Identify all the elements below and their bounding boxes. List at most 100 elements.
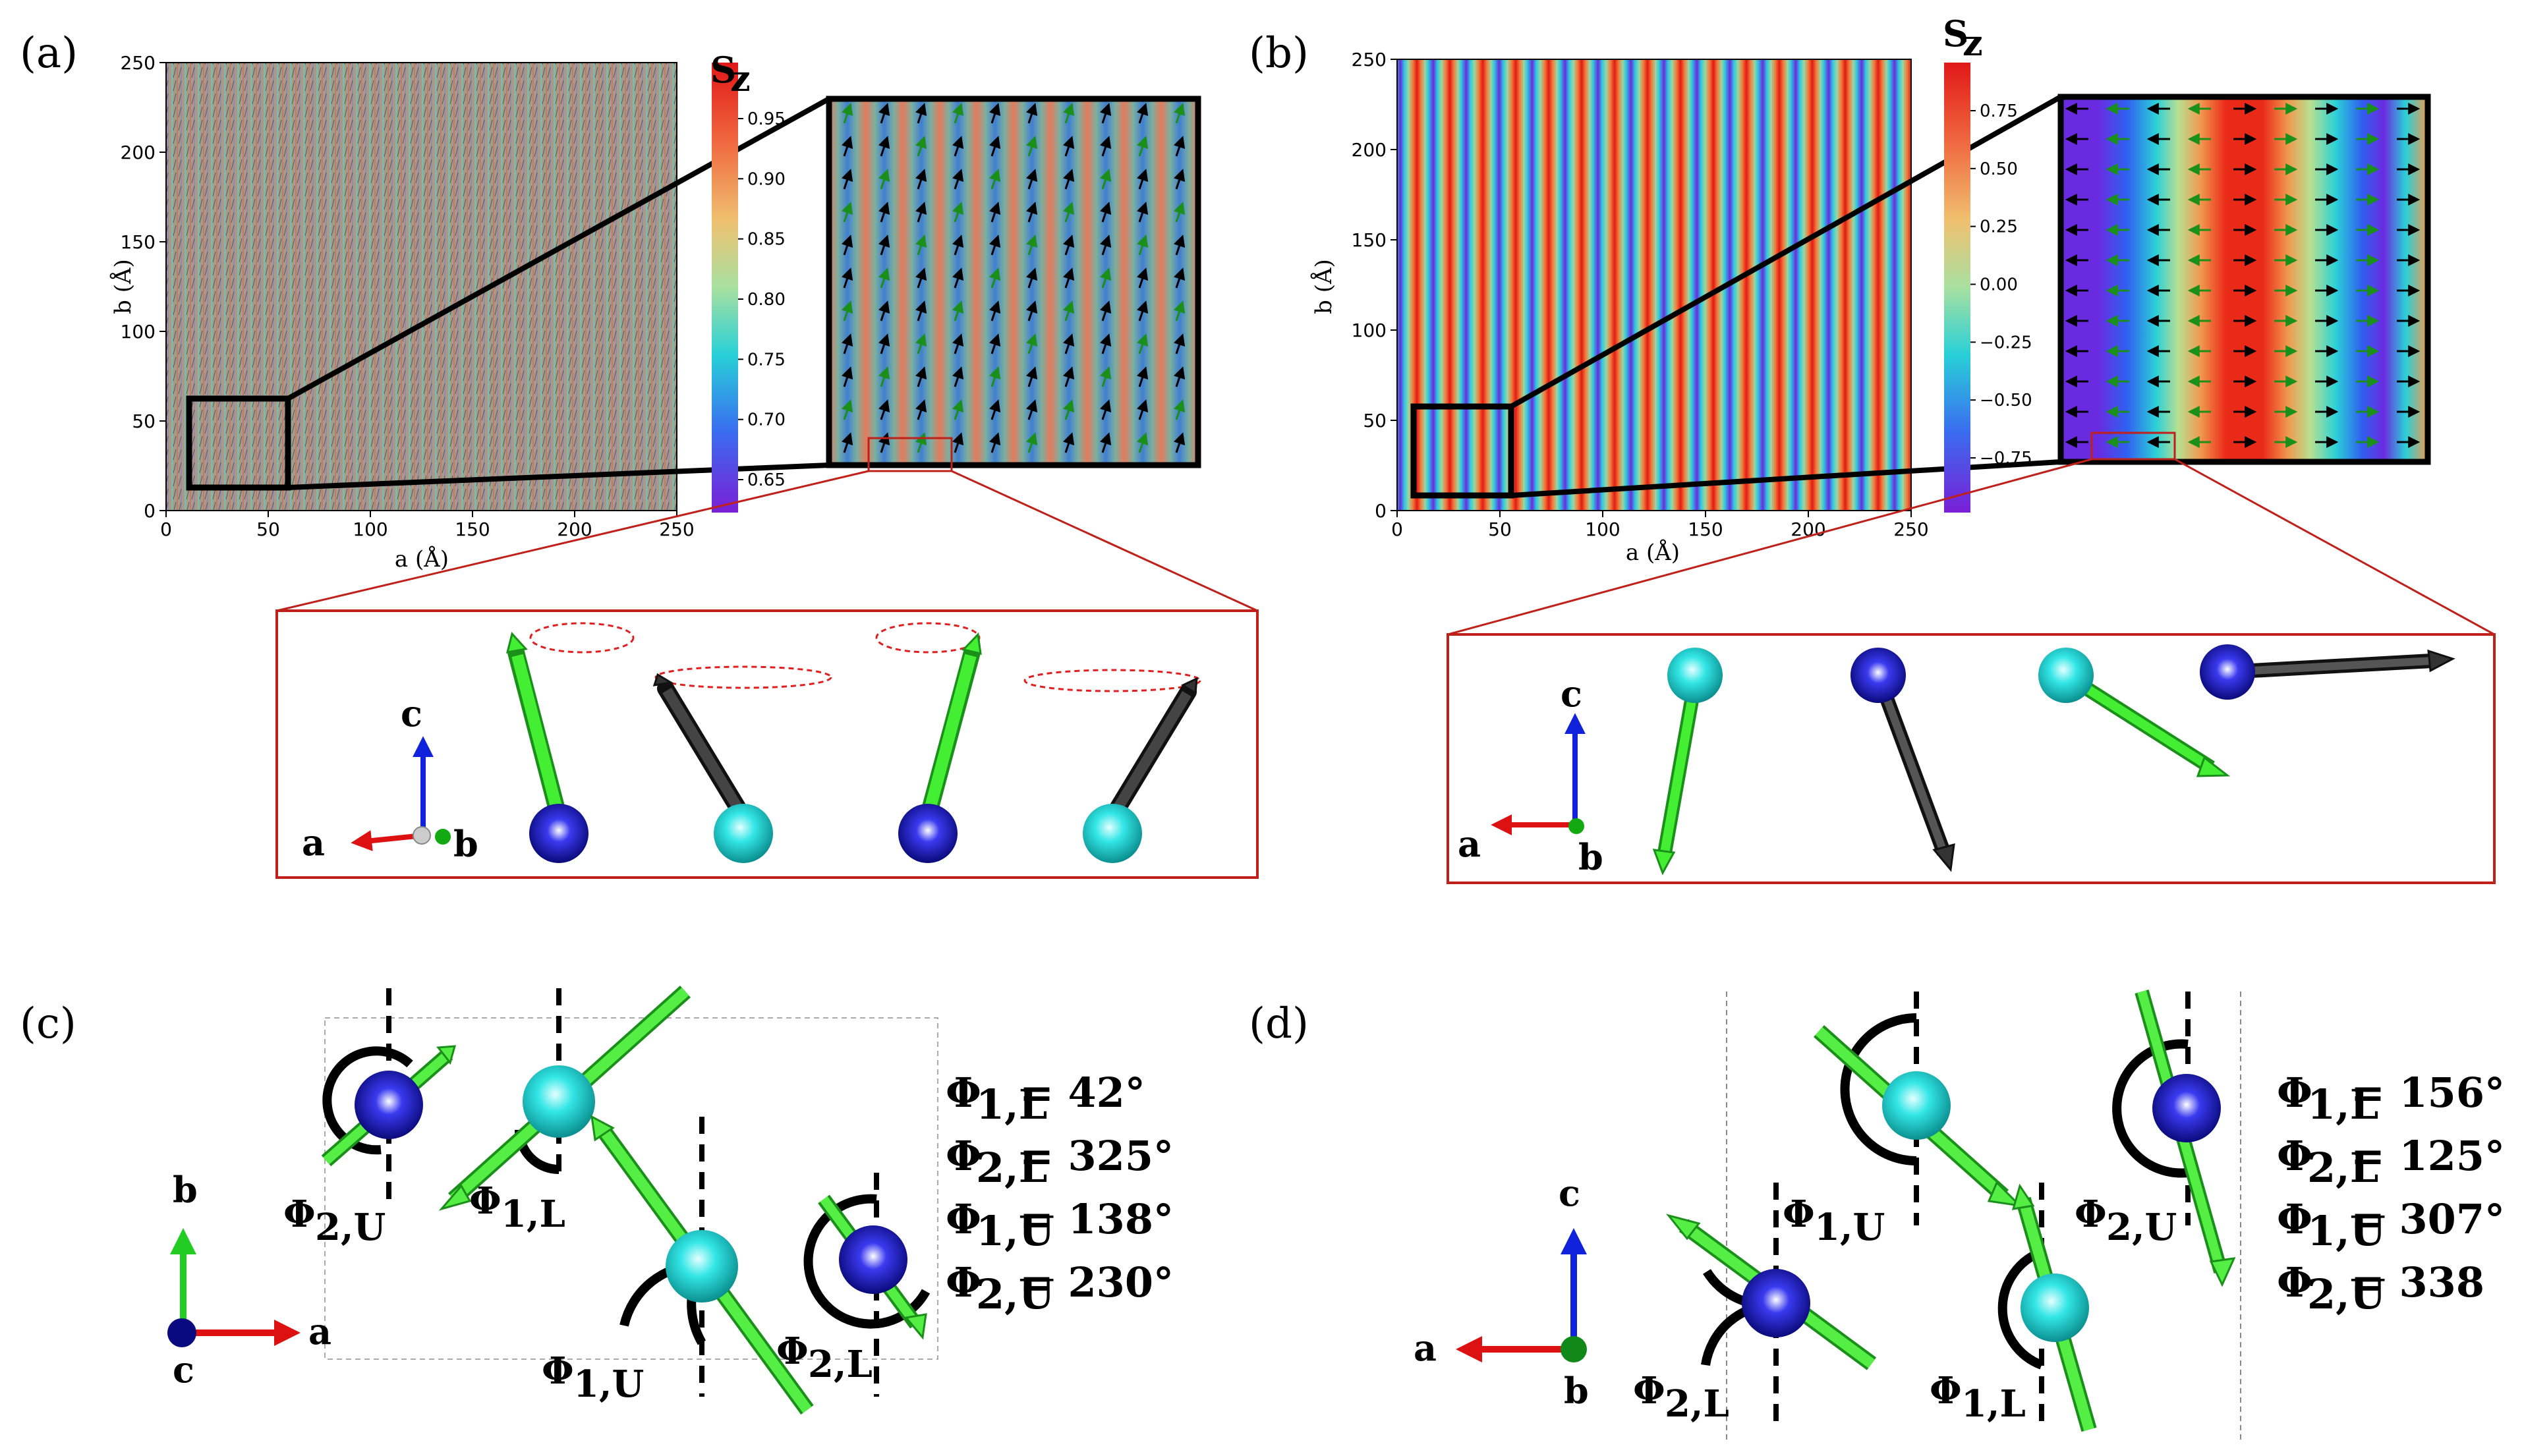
spin-arrow bbox=[1174, 267, 1186, 289]
y-tick-label: 250 bbox=[121, 52, 156, 74]
colorbar-tick-label: 0.25 bbox=[1980, 217, 2018, 237]
colorbar-tick-label: 0.80 bbox=[747, 290, 786, 310]
spin-arrow bbox=[878, 432, 890, 453]
colorbar-tick-label: 0.85 bbox=[747, 230, 786, 250]
atom-2l-c bbox=[803, 1173, 931, 1397]
y-tick-label: 150 bbox=[1352, 229, 1387, 251]
y-tick-label: 100 bbox=[121, 321, 156, 343]
axis-a-d: a bbox=[1414, 1327, 1437, 1369]
spin-arrow bbox=[989, 235, 1001, 256]
svg-text:2,L: 2,L bbox=[976, 1144, 1047, 1192]
spin-arrow bbox=[878, 169, 890, 190]
spin-arrow bbox=[915, 136, 927, 157]
phi-label-1l-d: Φ 1,L bbox=[1930, 1369, 2026, 1426]
spin-1-a bbox=[505, 622, 635, 863]
colorbar-tick-label: 0.90 bbox=[747, 169, 786, 189]
spin-arrow bbox=[1100, 399, 1112, 420]
spin-arrow bbox=[915, 267, 927, 289]
spin-arrow bbox=[952, 432, 964, 453]
zoom-view-b bbox=[2061, 97, 2428, 462]
spin-arrow bbox=[878, 136, 890, 157]
inset-3d-b bbox=[1447, 633, 2496, 884]
svg-text:1,L: 1,L bbox=[976, 1080, 1047, 1129]
svg-text:= 307°: = 307° bbox=[2351, 1195, 2505, 1243]
spin-arrow bbox=[878, 235, 890, 256]
spin-arrow bbox=[1100, 103, 1112, 124]
svg-text:Φ: Φ bbox=[1783, 1192, 1815, 1236]
angle-list-c: Φ1,L = 42°Φ2,L = 325°Φ1,U = 138°Φ2,U = 2… bbox=[946, 1069, 1174, 1318]
axis-c-d: c bbox=[1559, 1172, 1580, 1214]
colorbar-sub-b: z bbox=[1963, 22, 1983, 64]
colorbar-title-a: S bbox=[710, 49, 736, 91]
spin-arrow bbox=[1063, 267, 1075, 289]
axis-b-c: b bbox=[173, 1169, 198, 1211]
angle-entry: Φ1,L = 156° bbox=[2277, 1069, 2505, 1129]
svg-text:1,L: 1,L bbox=[1961, 1382, 2026, 1426]
colorbar-tick-label: 0.75 bbox=[747, 350, 786, 370]
spin-arrow bbox=[989, 202, 1001, 223]
spin-3-a bbox=[875, 622, 982, 863]
angle-entry: Φ2,U = 230° bbox=[946, 1258, 1174, 1318]
spin-map-a bbox=[166, 63, 677, 511]
svg-text:Φ: Φ bbox=[2277, 1195, 2312, 1243]
colorbar-b bbox=[1944, 63, 1970, 513]
colorbar-tick-label: 0.50 bbox=[1980, 159, 2018, 179]
spin-arrow bbox=[915, 169, 927, 190]
spin-arrow bbox=[1100, 169, 1112, 190]
svg-text:2,L: 2,L bbox=[808, 1343, 873, 1386]
spin-arrow bbox=[952, 267, 964, 289]
svg-text:Φ: Φ bbox=[2277, 1258, 2312, 1306]
colorbar-ticks-a: 0.950.900.850.800.750.700.65 bbox=[738, 109, 786, 490]
spin-arrow bbox=[989, 103, 1001, 124]
spin-arrow bbox=[1063, 333, 1075, 354]
spin-arrow bbox=[1174, 366, 1186, 387]
spin-arrow bbox=[1174, 235, 1186, 256]
zoom-arrows-b bbox=[2065, 103, 2421, 448]
spin-arrow bbox=[1174, 399, 1186, 420]
phi-label-1u-d: Φ 1,U bbox=[1783, 1192, 1885, 1249]
spin-arrow bbox=[1137, 136, 1149, 157]
spin-2-b bbox=[1850, 648, 1955, 872]
spin-arrow bbox=[1100, 136, 1112, 157]
atom-2u-c bbox=[321, 988, 457, 1206]
spin-arrow bbox=[1063, 136, 1075, 157]
spin-arrow bbox=[1137, 267, 1149, 289]
x-tick-label: 100 bbox=[353, 518, 387, 540]
phi-label-2l-c: Φ 2,L bbox=[776, 1330, 873, 1386]
svg-text:Φ: Φ bbox=[542, 1349, 574, 1393]
axis-b-b: b bbox=[1578, 836, 1603, 878]
angle-entry: Φ2,L = 125° bbox=[2277, 1132, 2505, 1192]
spin-arrow bbox=[989, 300, 1001, 322]
inset-box-a bbox=[186, 395, 291, 491]
angle-entry: Φ1,U = 307° bbox=[2277, 1195, 2505, 1255]
spin-arrow bbox=[1174, 103, 1186, 124]
y-tick-label: 50 bbox=[1363, 410, 1387, 432]
angle-list-d: Φ1,L = 156°Φ2,L = 125°Φ1,U = 307°Φ2,U = … bbox=[2277, 1069, 2505, 1318]
spin-arrow bbox=[989, 399, 1001, 420]
colorbar-tick-label: 0.65 bbox=[747, 470, 786, 490]
svg-text:= 325°: = 325° bbox=[1019, 1132, 1174, 1180]
colorbar-a bbox=[712, 63, 738, 513]
colorbar-title-b: S bbox=[1943, 13, 1968, 55]
spin-arrow bbox=[842, 103, 853, 124]
spin-arrow bbox=[1026, 136, 1038, 157]
panel-label-a: (a) bbox=[20, 29, 78, 78]
atom-1u-d bbox=[1814, 992, 2023, 1225]
spin-arrow bbox=[1100, 366, 1112, 387]
spin-arrow bbox=[952, 399, 964, 420]
spin-arrow bbox=[1137, 169, 1149, 190]
spin-arrow bbox=[952, 235, 964, 256]
spin-arrow bbox=[878, 333, 890, 354]
x-tick-label: 250 bbox=[1893, 518, 1928, 540]
colorbar-tick-label: −0.50 bbox=[1980, 391, 2032, 410]
spin-arrow bbox=[1137, 235, 1149, 256]
spin-arrow bbox=[915, 202, 927, 223]
spin-arrow bbox=[1137, 366, 1149, 387]
spin-arrow bbox=[878, 366, 890, 387]
spin-1-b bbox=[1652, 648, 1723, 876]
spin-arrow bbox=[1063, 169, 1075, 190]
svg-text:1,U: 1,U bbox=[976, 1207, 1054, 1255]
